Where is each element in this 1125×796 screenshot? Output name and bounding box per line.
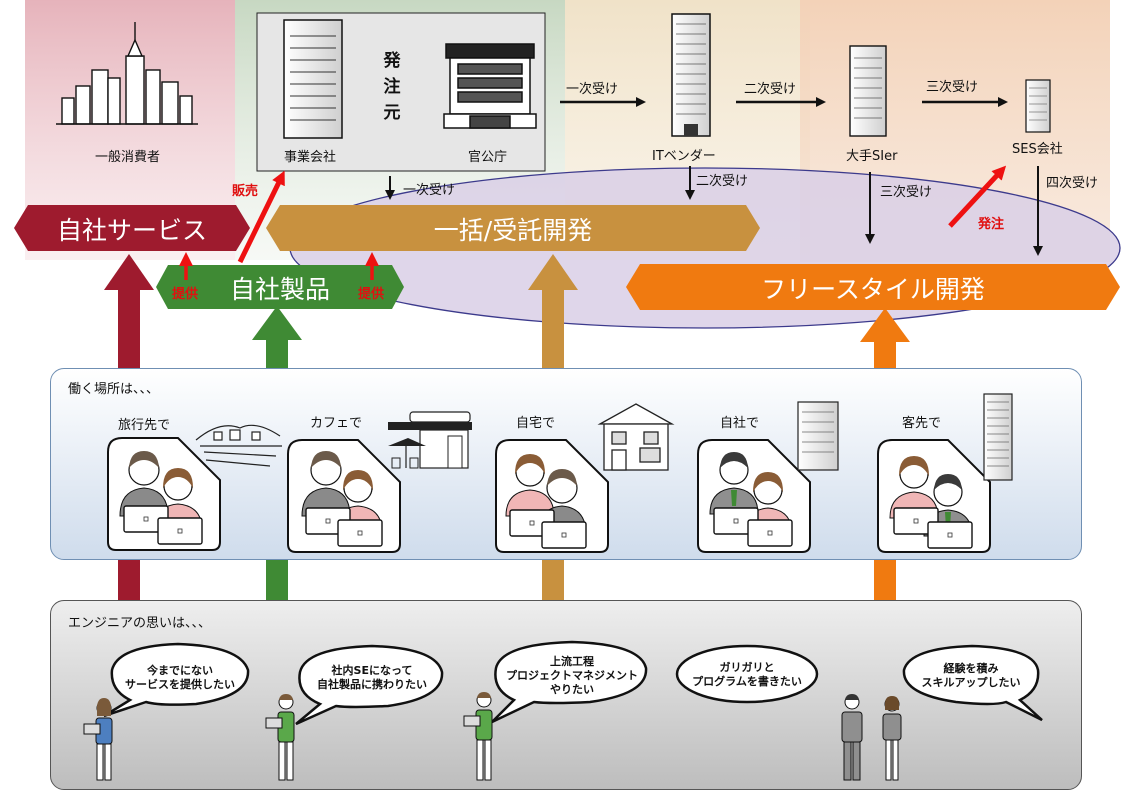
orderer-label: 発 注 元 <box>382 48 402 126</box>
bubble-text-2: 社内SEになって 自社製品に携わりたい <box>304 664 440 692</box>
bubble-1-line-2: サービスを提供したい <box>125 678 235 691</box>
freestyle-dev-banner-label: フリースタイル開発 <box>761 275 985 304</box>
bubble-2-line-1: 社内SEになって <box>331 664 413 677</box>
sier-building-icon <box>849 45 887 137</box>
ses-building-icon <box>1025 79 1051 133</box>
order-arrow <box>948 165 1007 228</box>
bubble-2-line-2: 自社製品に携わりたい <box>317 678 427 691</box>
own-product-banner <box>156 265 404 309</box>
orderer-char-1: 発 <box>383 51 401 71</box>
own-product-banner-label: 自社製品 <box>229 275 330 304</box>
consumer-label: 一般消費者 <box>95 150 161 165</box>
bubble-text-5: 経験を積み スキルアップしたい <box>906 662 1036 690</box>
second-order-arrow-label: 二次受け <box>744 82 797 97</box>
large-sier-label: 大手SIer <box>846 149 898 164</box>
freestyle-dev-banner <box>626 264 1120 310</box>
place-label-client: 客先で <box>902 416 942 431</box>
bubble-3-line-3: やりたい <box>550 683 594 696</box>
city-skyline-icon <box>56 22 198 125</box>
contract-dev-banner <box>266 205 760 251</box>
bubble-text-4: ガリガリと プログラムを書きたい <box>680 661 814 689</box>
third-order-down-label: 三次受け <box>880 185 933 200</box>
bubble-1-line-1: 今までにない <box>147 664 213 677</box>
workplace-panel <box>50 368 1082 560</box>
order-label: 発注 <box>978 217 1005 232</box>
own-service-banner <box>14 205 250 251</box>
orderer-char-3: 元 <box>383 103 401 123</box>
bubble-text-1: 今までにない サービスを提供したい <box>116 664 244 692</box>
it-vendor-label: ITベンダー <box>652 149 716 164</box>
ses-company-label: SES会社 <box>1012 142 1063 157</box>
sales-label: 販売 <box>232 184 259 199</box>
provide-right-label: 提供 <box>358 287 385 302</box>
place-label-cafe: カフェで <box>310 416 363 431</box>
place-label-travel: 旅行先で <box>118 418 171 433</box>
first-order-arrow-label: 一次受け <box>566 82 619 97</box>
bubble-text-3: 上流工程 プロジェクトマネジメント やりたい <box>500 655 644 697</box>
engineer-panel-title: エンジニアの思いは、、、 <box>68 616 212 631</box>
government-label: 官公庁 <box>468 150 508 165</box>
place-label-office: 自社で <box>720 416 760 431</box>
government-building-icon <box>443 43 537 129</box>
sales-arrow <box>237 170 285 264</box>
business-building-icon <box>283 19 343 139</box>
bubble-5-line-2: スキルアップしたい <box>921 676 1021 689</box>
second-order-down-label: 二次受け <box>696 174 749 189</box>
fourth-order-down-label: 四次受け <box>1046 176 1099 191</box>
place-label-home: 自宅で <box>516 416 556 431</box>
first-order-down-label: 一次受け <box>403 183 456 198</box>
bubble-4-line-2: プログラムを書きたい <box>692 675 802 688</box>
bubble-5-line-1: 経験を積み <box>943 662 999 675</box>
bubble-3-line-2: プロジェクトマネジメント <box>506 669 638 682</box>
orderer-char-2: 注 <box>383 77 401 97</box>
bubble-3-line-1: 上流工程 <box>550 655 594 668</box>
contract-dev-banner-label: 一括/受託開発 <box>433 216 593 245</box>
own-service-banner-label: 自社サービス <box>56 216 207 245</box>
bubble-4-line-1: ガリガリと <box>719 661 775 674</box>
it-vendor-building-icon <box>671 13 711 137</box>
provide-left-label: 提供 <box>172 287 199 302</box>
third-order-arrow-label: 三次受け <box>926 80 979 95</box>
workplace-panel-title: 働く場所は、、、 <box>68 382 160 397</box>
business-company-label: 事業会社 <box>284 150 337 165</box>
